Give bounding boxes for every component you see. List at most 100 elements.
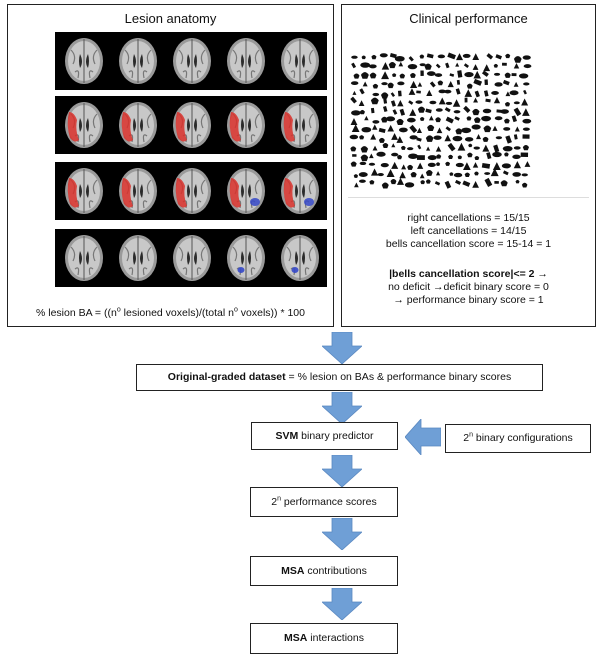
bells-figure [358,100,365,107]
bells-figure [474,90,480,98]
bells-figure [409,108,417,116]
bells-figure [398,61,404,67]
bells-figure [493,72,501,76]
bells-figure [447,142,456,152]
bells-figure [463,105,471,113]
bells-figure [408,88,416,95]
bells-figure [426,71,436,76]
bells-figure [434,73,443,77]
mri-row-4 [55,229,327,287]
bells-figure [419,54,425,59]
bells-figure [523,82,530,86]
bells-figure [445,101,453,105]
bells-figure [490,168,499,177]
bells-figure [417,162,424,169]
bells-figure [416,137,422,142]
bells-figure [427,124,435,131]
msa-contributions-box: MSA contributions [250,556,398,586]
bells-figure [361,55,366,60]
bells-figure [381,62,390,70]
bells-figure [410,72,416,78]
bells-figure [457,142,466,151]
bells-figure [456,79,461,85]
brain-slice-icon [119,168,157,214]
bells-figure [396,154,403,160]
bells-figure [354,182,359,188]
bells-figure [350,118,358,125]
bells-figure [449,73,455,77]
bells-figure [383,98,388,104]
bells-figure [445,62,450,69]
brain-slice-icon [227,168,265,214]
bells-figure [359,109,365,115]
bells-figure [407,147,414,151]
bells-figure [417,82,423,87]
bells-figure [485,98,491,103]
bells-figure [448,154,454,159]
bells-figure [388,61,396,69]
bells-figure [467,152,473,158]
bells-figure [410,171,417,178]
bells-figure [447,81,454,88]
brain-slice-icon [227,102,265,148]
lesion-formula: % lesion BA = ((no lesioned voxels)/(tot… [35,306,305,320]
bells-figure [504,152,509,157]
bells-figure [409,124,418,134]
bells-figure [349,134,359,140]
down-arrow-4 [322,518,362,550]
bells-figure [484,172,491,175]
bells-figure [437,80,444,86]
bells-figure [474,171,479,176]
bells-figure [435,117,441,123]
bells-figure [368,64,377,69]
svm-predictor-box: SVM binary predictor [251,422,398,450]
bells-figure [505,91,511,97]
brain-slice-icon [281,168,319,214]
bells-figure [378,137,385,143]
bells-figure [436,127,443,134]
bells-figure [523,89,527,95]
right-cancellations-text: right cancellations = 15/15 [407,212,530,224]
bells-figure [501,163,511,169]
bells-figure [504,72,511,78]
bells-figure [461,127,472,134]
brain-slice-icon [227,235,265,281]
bells-figure [351,62,357,69]
bells-figure [468,143,473,148]
bells-figure [383,106,388,112]
bells-figure [390,92,396,98]
bells-figure [472,162,479,168]
bells-figure [394,55,405,62]
bells-figure [360,62,371,68]
bells-figure [445,161,451,166]
brain-slice-icon [65,168,103,214]
bells-figure [372,145,378,151]
bells-score-text: bells cancellation score = 15-14 = 1 [385,238,552,250]
bells-figure [397,100,404,107]
bells-figure [520,152,529,157]
brain-slice-icon [65,235,103,281]
msa-interactions-box: MSA interactions [250,623,398,654]
mri-row-3 [55,162,327,220]
bells-figure [500,180,508,187]
bells-figure [522,144,530,151]
brain-slice-icon [119,102,157,148]
bells-figure [463,63,470,69]
bells-figure [425,179,431,184]
bells-figure [359,161,367,166]
bells-figure [370,168,379,176]
bells-figure [493,96,501,104]
bells-figure [369,153,374,159]
bells-figure [472,108,480,116]
bells-figure [503,127,511,131]
bells-figure [386,169,395,178]
bells-figure [509,90,519,96]
bells-figure [474,155,480,161]
bells-figure [504,118,510,124]
brain-slice-icon [173,168,211,214]
bells-figure [494,116,503,121]
bells-figure [360,146,369,153]
down-arrow-5 [322,588,362,620]
bells-figure [445,116,454,124]
bells-figure [404,182,415,188]
